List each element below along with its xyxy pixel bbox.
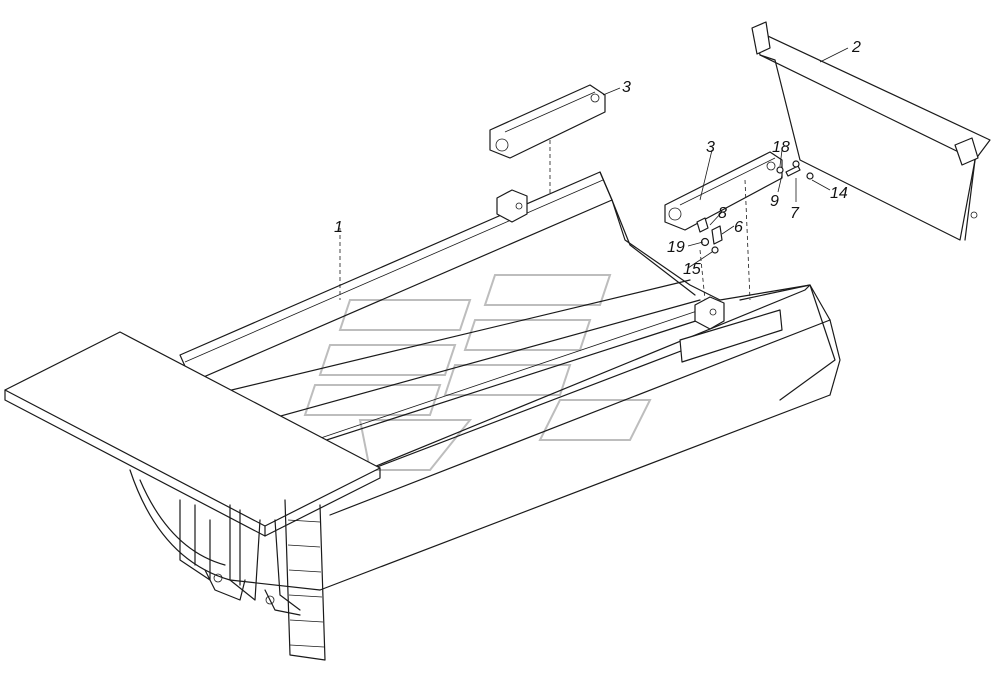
callouts: 1 2 3 3 6 7 8 9 14 15 18 19 bbox=[334, 39, 861, 278]
callout-18: 18 bbox=[772, 139, 790, 156]
side-panel bbox=[751, 21, 991, 241]
fasteners bbox=[696, 160, 814, 301]
callout-14: 14 bbox=[830, 185, 848, 202]
callout-3-lower: 3 bbox=[706, 139, 715, 156]
cab-protector-plate bbox=[4, 331, 381, 537]
leader-lines bbox=[339, 47, 849, 300]
rear-frame-ladder bbox=[179, 499, 326, 661]
callout-7: 7 bbox=[790, 205, 800, 222]
callout-3-upper: 3 bbox=[622, 79, 631, 96]
callout-6: 6 bbox=[734, 219, 743, 236]
hinge-bracket-far-right bbox=[694, 296, 725, 330]
callout-1: 1 bbox=[334, 219, 343, 236]
callout-19: 19 bbox=[667, 239, 685, 256]
hinge-bracket-far-left bbox=[496, 189, 528, 223]
callout-9: 9 bbox=[770, 193, 779, 210]
dump-body bbox=[129, 171, 841, 591]
callout-2: 2 bbox=[851, 39, 861, 56]
hinge-arm-lower bbox=[664, 151, 783, 301]
callout-15: 15 bbox=[683, 261, 701, 278]
callout-8: 8 bbox=[718, 205, 727, 222]
hinge-arm-upper bbox=[489, 84, 606, 195]
watermark-logo bbox=[303, 274, 652, 471]
